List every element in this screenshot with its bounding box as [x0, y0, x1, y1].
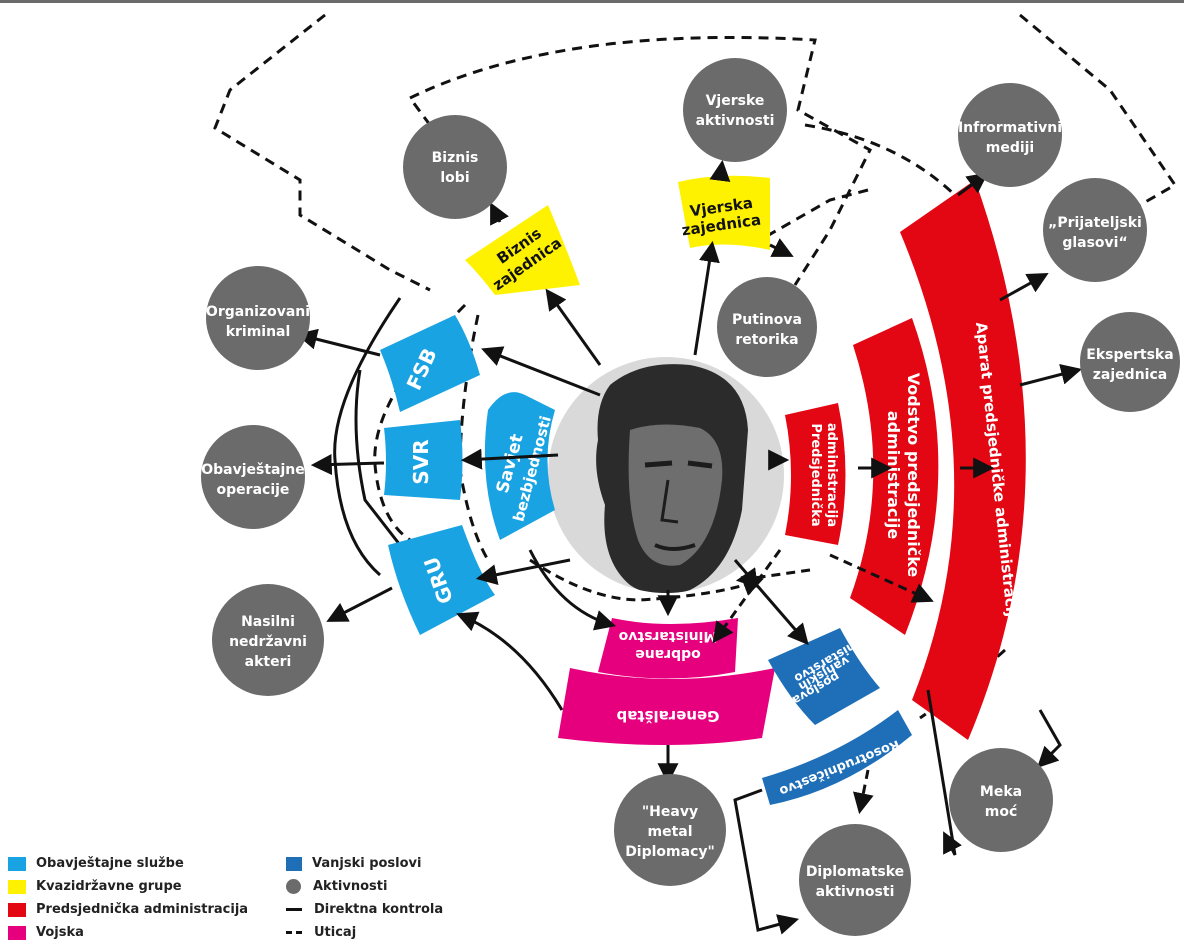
legend-solid-line-icon	[286, 908, 302, 911]
legend-item-predsjednicka: Predsjednička administracija	[8, 898, 248, 921]
mo-label-2: odbrane	[635, 646, 700, 662]
legend-item-direktna: Direktna kontrola	[286, 898, 443, 921]
top-border	[0, 0, 1184, 3]
svg-text:lobi: lobi	[440, 170, 469, 186]
heavy-metal-diplomacy-node[interactable]: "Heavy metal Diplomacy"	[614, 774, 726, 886]
svg-text:"Heavy: "Heavy	[642, 804, 698, 820]
intel-influence-arcs	[373, 303, 490, 561]
diplomatske-aktivnosti-node[interactable]: Diplomatske aktivnosti	[799, 824, 911, 936]
gru-band[interactable]	[388, 525, 495, 635]
legend-circle-icon	[286, 879, 301, 894]
influence-arrows	[529, 238, 934, 815]
foreign-band: Ministarstvo vanjskih poslova Rosotrudni…	[762, 628, 912, 805]
control-arrows	[295, 159, 1083, 935]
svr-band[interactable]	[384, 420, 463, 500]
svg-text:Meka: Meka	[980, 784, 1022, 800]
savjet-band[interactable]	[484, 392, 555, 540]
meka-moc-node[interactable]: Meka moć	[949, 748, 1053, 852]
svg-text:Organizovani: Organizovani	[206, 304, 310, 320]
svg-text:zajednica: zajednica	[1093, 367, 1167, 383]
svg-text:„Prijateljski: „Prijateljski	[1048, 215, 1142, 231]
legend-swatch-darkblue	[286, 856, 302, 871]
svg-text:Putinova: Putinova	[732, 312, 802, 328]
vodstvo-label-1: Vodstvo predsjedničke	[904, 373, 923, 578]
generalstab-label: Generalštab	[616, 707, 719, 725]
legend-types: Vanjski poslovi Aktivnosti Direktna kont…	[286, 852, 443, 944]
infromativni-mediji-node[interactable]: Infrormativni mediji	[958, 83, 1062, 187]
svg-text:Diplomatske: Diplomatske	[806, 864, 904, 880]
rosotrud-band[interactable]	[762, 710, 912, 805]
legend-groups: Obavještajne službe Kvazidržavne grupe P…	[8, 852, 248, 944]
legend-dashed-line-icon	[286, 931, 302, 934]
organizovani-kriminal-node[interactable]: Organizovani kriminal	[206, 266, 310, 370]
svg-text:akteri: akteri	[245, 654, 292, 670]
generalstab-band[interactable]	[558, 668, 775, 745]
legend-swatch-red	[8, 902, 26, 917]
legend-item-vojska: Vojska	[8, 921, 248, 944]
svg-text:Obavještajne: Obavještajne	[201, 462, 305, 478]
svg-text:glasovi“: glasovi“	[1062, 235, 1127, 251]
legend-item-uticaj: Uticaj	[286, 921, 443, 944]
legend-item-kvazidrzavne: Kvazidržavne grupe	[8, 875, 248, 898]
legend-item-obavjestajne: Obavještajne službe	[8, 852, 248, 875]
obavjestajne-operacije-node[interactable]: Obavještajne operacije	[201, 425, 305, 529]
legend-item-aktivnosti: Aktivnosti	[286, 875, 443, 898]
legend-swatch-blue	[8, 856, 26, 871]
biznis-zajednica-band[interactable]	[465, 205, 580, 295]
svr-label: SVR	[409, 439, 433, 484]
svg-text:mediji: mediji	[986, 140, 1035, 156]
svg-text:moć: moć	[985, 804, 1018, 820]
svg-text:operacije: operacije	[217, 482, 290, 498]
biznis-lobi-node[interactable]: Biznis lobi	[403, 115, 507, 219]
svg-text:Ekspertska: Ekspertska	[1086, 347, 1173, 363]
center-portrait	[548, 357, 784, 593]
ekspertska-zajednica-node[interactable]: Ekspertska zajednica	[1080, 312, 1180, 412]
nasilni-akteri-node[interactable]: Nasilni nedržavni akteri	[212, 584, 324, 696]
svg-text:Biznis: Biznis	[432, 150, 479, 166]
svg-text:retorika: retorika	[735, 332, 798, 348]
mo-label-1: Ministarstvo	[618, 628, 717, 644]
quasi-band: Biznis zajednica Vjerska zajednica	[465, 175, 770, 295]
svg-text:Infrormativni: Infrormativni	[958, 120, 1062, 136]
mvp-band[interactable]	[768, 628, 880, 725]
vjerska-zajednica-band[interactable]	[678, 175, 770, 250]
pred-label-2: administracija	[824, 423, 839, 527]
vjerske-aktivnosti-node[interactable]: Vjerske aktivnosti	[683, 58, 787, 162]
intel-band: FSB SVR GRU Savjet bezbjednosti	[380, 315, 555, 635]
svg-text:metal: metal	[647, 824, 692, 840]
svg-text:aktivnosti: aktivnosti	[816, 884, 895, 900]
army-band: Ministarstvo odbrane Generalštab	[558, 618, 775, 745]
svg-text:Vjerske: Vjerske	[706, 93, 765, 109]
putinova-retorika-node[interactable]: Putinova retorika	[717, 277, 817, 377]
legend-swatch-magenta	[8, 925, 26, 940]
legend-swatch-yellow	[8, 879, 26, 894]
activity-nodes: Biznis lobi Vjerske aktivnosti Infrormat…	[201, 58, 1180, 936]
legend-item-vanjski: Vanjski poslovi	[286, 852, 443, 875]
svg-text:kriminal: kriminal	[226, 324, 291, 340]
svg-text:Nasilni: Nasilni	[241, 614, 295, 630]
svg-text:nedržavni: nedržavni	[229, 634, 307, 650]
svg-text:aktivnosti: aktivnosti	[696, 113, 775, 129]
ministarstvo-odbrane-band[interactable]	[598, 618, 738, 679]
vodstvo-label-2: administracije	[884, 411, 903, 540]
predsjednicka-administracija-band[interactable]	[785, 403, 846, 545]
aparat-band[interactable]	[900, 180, 1026, 740]
admin-band: Predsjednička administracija Vodstvo pre…	[785, 180, 1026, 740]
pred-label-1: Predsjednička	[808, 423, 823, 526]
svg-text:Diplomacy": Diplomacy"	[625, 844, 715, 860]
vodstvo-band[interactable]	[850, 318, 939, 635]
prijateljski-glasovi-node[interactable]: „Prijateljski glasovi“	[1043, 178, 1147, 282]
fsb-band[interactable]	[380, 315, 480, 412]
